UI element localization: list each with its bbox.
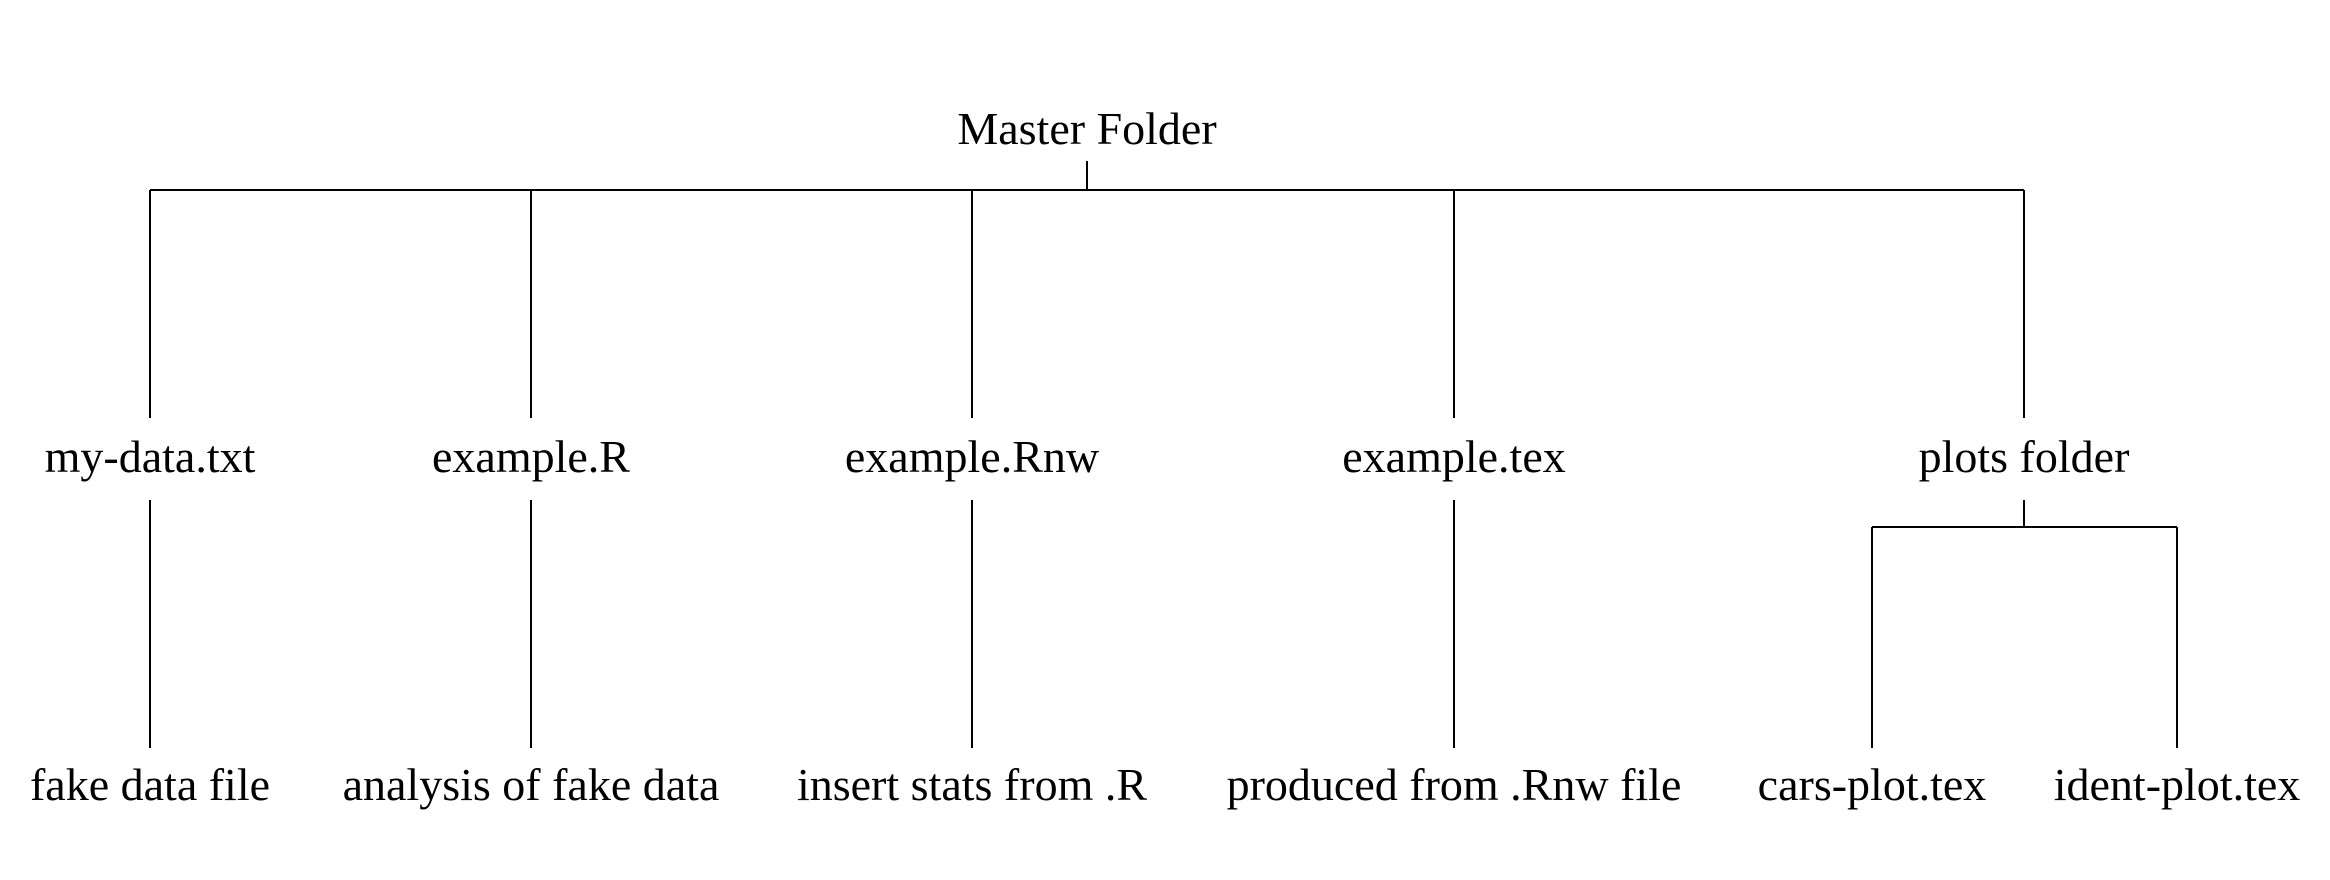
node-example-tex: example.tex — [1342, 431, 1566, 482]
tree-labels: Master Folder my-data.txt example.R exam… — [30, 103, 2300, 810]
tree-edges — [149, 161, 2178, 748]
node-master-folder: Master Folder — [957, 103, 1216, 154]
node-insert-stats-from-r: insert stats from .R — [797, 759, 1147, 810]
node-plots-folder: plots folder — [1919, 431, 2130, 482]
node-ident-plot-tex: ident-plot.tex — [2054, 759, 2301, 810]
node-my-data-txt: my-data.txt — [45, 431, 256, 482]
node-example-r: example.R — [432, 431, 630, 482]
node-analysis-of-fake-data: analysis of fake data — [343, 759, 720, 810]
node-produced-from-rnw-file: produced from .Rnw file — [1227, 759, 1682, 810]
node-cars-plot-tex: cars-plot.tex — [1758, 759, 1987, 810]
node-fake-data-file: fake data file — [30, 759, 270, 810]
node-example-rnw: example.Rnw — [845, 431, 1100, 482]
